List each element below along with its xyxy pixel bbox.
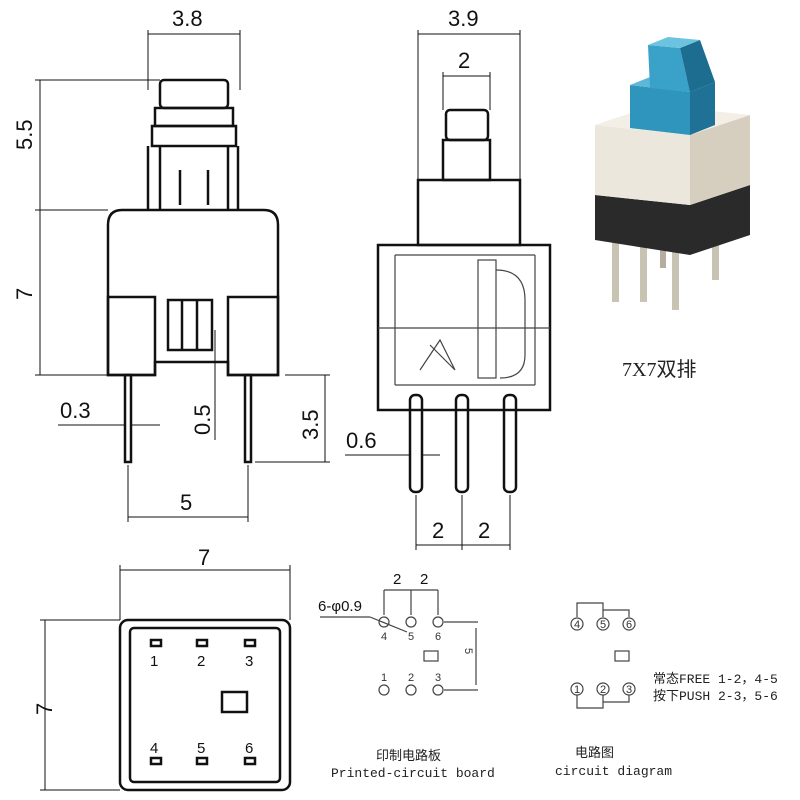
pcb-pitch-a: 2 xyxy=(393,571,401,588)
dim-body-height: 7 xyxy=(12,288,37,300)
pcb-pin-4: 4 xyxy=(381,631,387,643)
dim-pitch-b: 2 xyxy=(478,518,490,543)
dim-stem-width: 2 xyxy=(458,48,470,73)
dim-front-width: 3.9 xyxy=(448,6,479,31)
pcb-title-cn: 印制电路板 xyxy=(376,748,441,764)
dim-side-width: 3.8 xyxy=(172,6,203,31)
circuit-pin-1: 1 xyxy=(574,684,580,696)
bottom-pin-6: 6 xyxy=(245,740,253,757)
dim-pitch-a: 2 xyxy=(432,518,444,543)
circuit-pin-3: 3 xyxy=(626,684,632,696)
bottom-pin-4: 4 xyxy=(150,740,158,757)
pcb-layout: 2 2 6-φ0.9 5 4 5 6 1 2 3 印制电路板 Printed-c… xyxy=(318,571,495,781)
bottom-pin-1: 1 xyxy=(150,653,158,670)
circuit-free-text: 常态FREE 1-2，4-5 xyxy=(653,672,778,687)
bottom-pin-2: 2 xyxy=(197,653,205,670)
dim-pin-width: 0.3 xyxy=(60,398,91,423)
pcb-pin-1: 1 xyxy=(381,672,387,684)
dim-bottom-height: 7 xyxy=(32,703,57,715)
circuit-diagram: 4 5 6 1 2 3 常态FREE 1-2，4-5 按下PUSH 2-3，5-… xyxy=(555,602,778,779)
pcb-hole-spec: 6-φ0.9 xyxy=(318,598,362,615)
pcb-title-en: Printed-circuit board xyxy=(331,766,495,781)
side-view: 3.8 5.5 7 0.3 0.5 3.5 5 xyxy=(12,6,330,522)
dim-pin-pitch: 5 xyxy=(180,490,192,515)
circuit-pin-6: 6 xyxy=(626,619,632,631)
circuit-pin-4: 4 xyxy=(574,619,580,631)
product-caption: 7X7双排 xyxy=(622,358,696,381)
bottom-pin-3: 3 xyxy=(245,653,253,670)
dim-bottom-width: 7 xyxy=(198,545,210,570)
pcb-pitch-b: 2 xyxy=(420,571,428,588)
product-photo: 7X7双排 xyxy=(595,37,750,381)
circuit-title-cn: 电路图 xyxy=(575,745,614,761)
front-view: 3.9 2 0.6 2 2 xyxy=(345,6,552,550)
pcb-row-spacing: 5 xyxy=(462,648,474,654)
pcb-pin-2: 2 xyxy=(408,672,414,684)
dim-cap-height: 5.5 xyxy=(12,119,37,150)
pcb-pin-5: 5 xyxy=(408,631,414,643)
dim-pin-width-front: 0.6 xyxy=(346,428,377,453)
circuit-push-text: 按下PUSH 2-3，5-6 xyxy=(653,689,778,704)
pcb-pin-6: 6 xyxy=(435,631,441,643)
pcb-pin-3: 3 xyxy=(435,672,441,684)
bottom-view: 7 7 1 2 3 4 5 6 xyxy=(32,545,292,792)
dim-pin-length: 3.5 xyxy=(298,409,323,440)
bottom-pin-5: 5 xyxy=(197,740,205,757)
circuit-title-en: circuit diagram xyxy=(555,764,672,779)
circuit-pin-2: 2 xyxy=(600,684,606,696)
circuit-pin-5: 5 xyxy=(600,619,606,631)
dim-gap: 0.5 xyxy=(190,404,215,435)
